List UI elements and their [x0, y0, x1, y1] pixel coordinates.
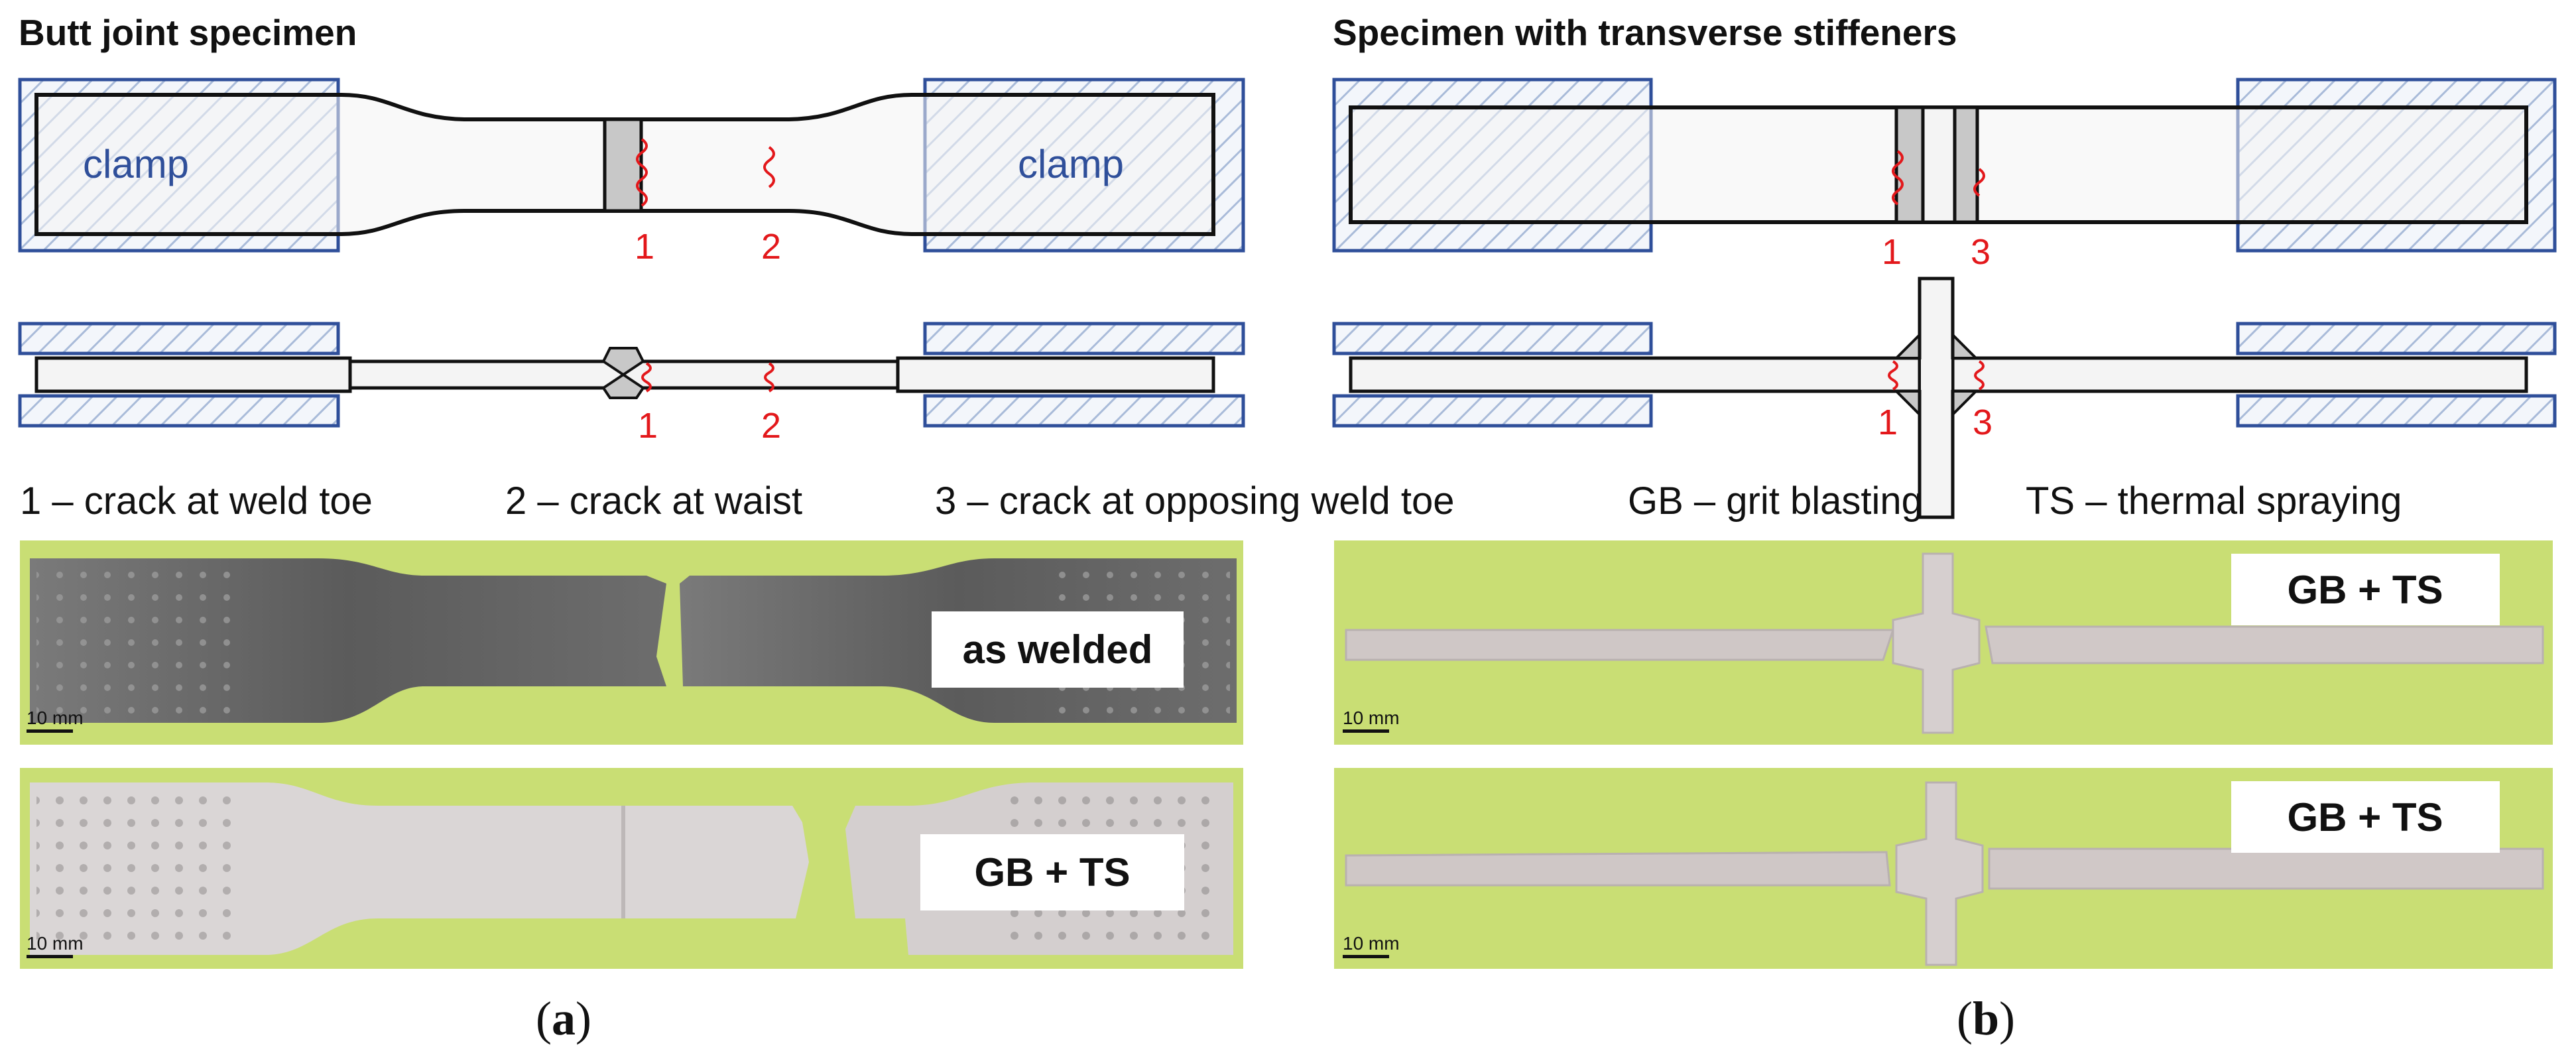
clamp-label-left: clamp: [83, 142, 189, 186]
bar-left: [1345, 629, 1895, 661]
crack-1-side: [641, 362, 652, 393]
badge-text-as-welded: as welded: [963, 627, 1153, 672]
stiffener-right-top: [1953, 105, 1979, 224]
badge-text-gb-ts-b1: GB + TS: [2287, 568, 2443, 612]
caption-a: (a): [536, 992, 591, 1045]
bar-right: [1985, 625, 2544, 664]
legend-item-2: 2 – crack at waist: [505, 479, 802, 523]
cross-stiffener: [1892, 552, 1981, 734]
clamp-lower-left-b: [1332, 394, 1653, 428]
crack-3-top-b: [1973, 168, 1985, 197]
stiffener-left-top: [1894, 105, 1925, 224]
crack-2-side: [764, 362, 774, 393]
crack-2-top: [763, 146, 775, 188]
crack-label-2-top: 2: [761, 227, 781, 267]
crack-label-3-side-b: 3: [1973, 403, 1993, 442]
clamp-upper-left: [18, 322, 340, 355]
crack-label-1-top: 1: [635, 227, 654, 267]
photo-a-as-welded: as welded 10 mm: [20, 540, 1243, 745]
crack-label-2-side: 2: [761, 406, 781, 446]
clamp-upper-left-b: [1332, 322, 1653, 355]
scale-label-2: 10 mm: [27, 933, 84, 954]
clamp-lower-right: [923, 394, 1245, 428]
badge-text-gb-ts-b2: GB + TS: [2287, 795, 2443, 840]
caption-b: (b): [1957, 992, 2015, 1045]
legend: 1 – crack at weld toe 2 – crack at waist…: [20, 479, 2402, 523]
butt-joint-top-view: clamp clamp 1 2: [18, 78, 1245, 267]
bar-right: [1988, 847, 2544, 890]
weld-seam-top: [603, 117, 643, 213]
butt-joint-side-view: 1 2: [18, 322, 1245, 446]
weld-bead-upper: [601, 347, 645, 377]
photo-b-bottom: GB + TS 10 mm: [1334, 768, 2553, 969]
crack-label-1-side-b: 1: [1878, 403, 1898, 442]
crack-1-top: [636, 138, 648, 207]
grip-holes-left: [36, 567, 235, 716]
clamp-upper-right: [923, 322, 1245, 355]
legend-item-3: 3 – crack at opposing weld toe: [935, 479, 1454, 523]
clamp-lower-right-b: [2236, 394, 2557, 428]
stiffener-middle-top: [1921, 105, 1957, 224]
crack-label-1-top-b: 1: [1882, 232, 1902, 272]
cross-stiffener: [1895, 781, 1984, 966]
scale-label-1: 10 mm: [27, 708, 84, 728]
clamp-lower-left: [18, 394, 340, 428]
stiffener-side-view: 1 3: [1332, 277, 2557, 519]
bar-left: [1345, 851, 1891, 887]
stiffener-side-b: [1918, 277, 1955, 519]
label-badge-gb-ts-b1: [2231, 554, 2500, 625]
stiffener-plate-overlap: [1921, 359, 1951, 390]
scale-bar-1: [27, 729, 73, 733]
photo-b-top: GB + TS 10 mm: [1334, 540, 2553, 745]
crack-1-side-b: [1888, 360, 1898, 391]
grip-texture-left: [36, 792, 235, 948]
scale-bar-4: [1343, 955, 1389, 958]
scale-label-3: 10 mm: [1343, 708, 1400, 728]
scale-bar-2: [27, 955, 73, 958]
label-badge-gb-ts-b2: [2231, 781, 2500, 853]
crack-label-1-side: 1: [638, 406, 658, 446]
scale-bar-3: [1343, 729, 1389, 733]
crack-1-top-b: [1892, 150, 1904, 206]
clamp-label-right: clamp: [1018, 142, 1124, 186]
plate-side-right: [896, 356, 1215, 393]
clamp-upper-right-b: [2236, 322, 2557, 355]
legend-item-4: GB – grit blasting: [1628, 479, 1923, 523]
label-badge-as-welded: [932, 611, 1184, 688]
plate-side-left: [34, 356, 352, 393]
stiffener-top-view: 1 3: [1332, 78, 2557, 272]
weld-bead-lower: [601, 373, 645, 399]
legend-item-5: TS – thermal spraying: [2026, 479, 2402, 523]
legend-item-1: 1 – crack at weld toe: [20, 479, 373, 523]
crack-3-side-b: [1974, 360, 1985, 391]
badge-text-gb-ts-a: GB + TS: [974, 850, 1130, 895]
panel-b-heading: Specimen with transverse stiffeners: [1333, 12, 1957, 53]
label-badge-gb-ts-a: [920, 834, 1184, 910]
scale-label-4: 10 mm: [1343, 933, 1400, 954]
crack-label-3-top-b: 3: [1971, 232, 1991, 272]
photo-a-gb-ts: GB + TS 10 mm: [20, 768, 1243, 969]
panel-a-heading: Butt joint specimen: [19, 12, 357, 53]
fillet-welds-b: [1893, 332, 1979, 418]
